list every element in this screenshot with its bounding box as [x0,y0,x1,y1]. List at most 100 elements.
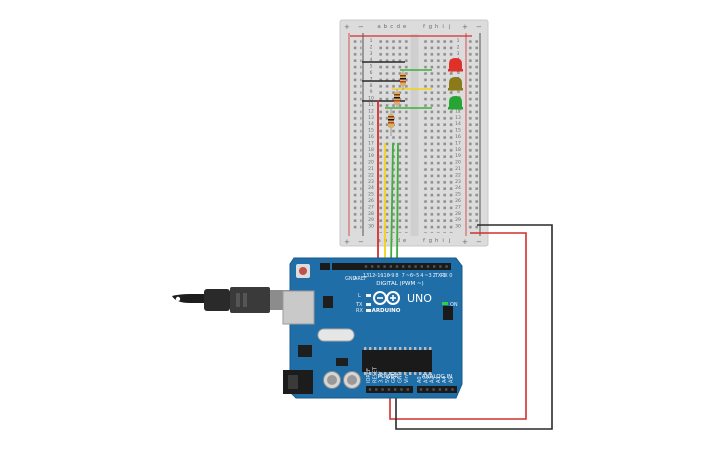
gnd-label: GND [345,276,357,282]
right-rail-holes [468,38,479,232]
chip-pin [429,372,432,375]
column-letter: e [403,238,407,244]
chip-pin [414,372,417,375]
row-number: 2 [370,44,373,50]
row-number: 6 [370,70,373,76]
row-number: 19 [455,153,461,159]
row-number: 15 [368,128,374,134]
breadboard-center-gap [410,34,419,236]
analog-pin-label: A3 [436,376,442,383]
rail-sign: − [358,23,364,31]
digital-pin-label: ~9 [387,273,394,279]
digital-label: DIGITAL (PWM ~) [376,281,423,287]
green-led [448,96,463,112]
rail-sign: + [344,238,350,246]
row-number: 12 [368,108,374,114]
power-pin-label: 3.3V [379,371,385,383]
analog-pin-label: A2 [430,376,436,383]
rx-led [366,309,371,312]
column-letter: g [429,24,433,30]
row-number: 8 [370,83,373,89]
digital-pin-label: 4 [420,273,423,279]
row-number: 27 [368,204,374,210]
5v-power-wire [389,232,527,420]
small-chip [323,296,333,308]
arduino-logo [373,291,400,305]
l-led [366,294,371,297]
column-letter: g [429,238,433,244]
chip-pin [374,372,377,375]
row-number: 18 [368,147,374,153]
row-number: 5 [370,64,373,70]
rail-sign: + [344,23,350,31]
column-letter: i [442,238,444,244]
crystal-oscillator [317,328,355,342]
digital-pin-label: ~11 [373,273,384,279]
row-number: 19 [368,153,374,159]
row-number: 21 [368,166,374,172]
column-letter: d [396,24,400,30]
row-number: 29 [368,217,374,223]
row-number: 26 [455,198,461,204]
row-number: 23 [368,179,374,185]
column-letter: d [396,238,400,244]
tx-label: TX [355,302,363,308]
digital-pin-label: 7 [402,273,405,279]
digital-pin-label: ~10 [379,273,390,279]
yellow-led [448,77,463,93]
row-number: 28 [455,211,461,217]
column-letter: f [423,24,426,30]
chip-pin [399,347,402,350]
l-led-label: L [358,293,361,299]
row-number: 21 [455,166,461,172]
chip-pin [419,372,422,375]
red-led [448,58,463,74]
row-number: 10 [368,96,374,102]
row-number: 27 [455,204,461,210]
ground-power-wire [395,224,553,430]
left-rail-holes [351,38,362,232]
chip-pin [399,372,402,375]
right-terminal-holes [421,38,453,233]
chip-pin [409,372,412,375]
column-letter: i [442,24,444,30]
row-number: 16 [368,134,374,140]
chip-pin [369,372,372,375]
digital-pin-label: ~6 [406,273,413,279]
chip-pin [364,372,367,375]
green-signal-wire-2 [396,142,399,266]
row-number: 16 [455,134,461,140]
rail-sign: + [462,23,468,31]
reset-button-cap[interactable] [299,267,307,275]
row-number: 30 [455,224,461,230]
row-number: 29 [455,217,461,223]
digital-pin-label: TX 1 [434,273,446,279]
digital-pin-label: RX 0 [441,273,453,279]
row-number: 18 [455,147,461,153]
column-letter: e [403,24,407,30]
analog-pin-label: A4 [442,376,448,383]
resistor-2 [394,89,400,109]
arduino-brand: ARDUINO [372,308,401,314]
row-number: 4 [370,57,373,63]
on-label: ON [450,302,458,308]
column-letter: a [377,24,380,30]
voltage-regulator [298,345,312,357]
icsp-header [443,306,453,320]
row-number: 1 [457,38,460,44]
chip-pin [394,347,397,350]
power-pin-label: Vin [404,375,410,383]
power-pin-label: IOREF [366,368,372,383]
row-number: 13 [455,115,461,121]
row-number: 3 [370,51,373,57]
chip-pin [369,347,372,350]
column-letter: j [448,238,451,244]
row-number: 13 [368,115,374,121]
chip-pin [384,347,387,350]
power-pin-label: GND [398,371,404,383]
power-label: POWER [378,374,399,380]
digital-pin-label: 2 [433,273,436,279]
chip-pin [424,372,427,375]
